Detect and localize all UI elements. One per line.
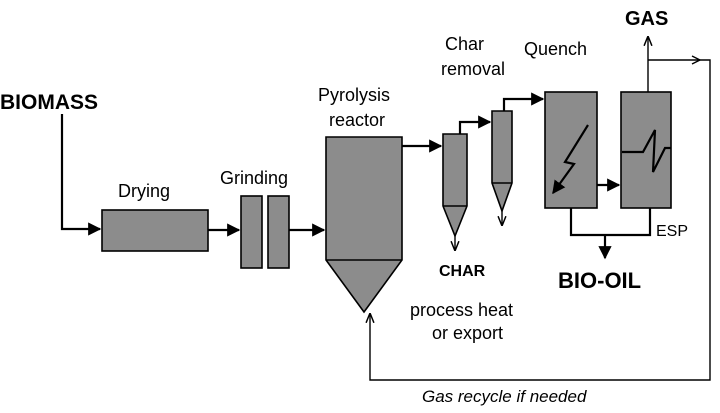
esp-label: ESP bbox=[656, 223, 688, 240]
char-removal-label-line1: Char bbox=[445, 34, 484, 54]
pyrolysis-label-line1: Pyrolysis bbox=[318, 85, 390, 105]
gas-label: GAS bbox=[625, 8, 668, 30]
pyrolysis-label-line2: reactor bbox=[329, 110, 385, 130]
cyclone-to-quench-arrow bbox=[502, 92, 545, 111]
cyclone-2 bbox=[491, 110, 513, 214]
recycle-direction-tick-a bbox=[691, 55, 701, 61]
grinding-label: Grinding bbox=[220, 168, 288, 188]
pyrolysis-reactor bbox=[325, 136, 403, 314]
recycle-direction-tick-b bbox=[691, 59, 701, 65]
gas-recycle-loop bbox=[370, 59, 711, 381]
gas-recycle-label: Gas recycle if needed bbox=[422, 387, 587, 406]
esp-unit bbox=[620, 91, 672, 209]
char-note-line1: process heat bbox=[410, 300, 513, 320]
bio-oil-collector-line bbox=[569, 208, 652, 237]
cyclone-1 bbox=[442, 133, 468, 239]
quench-unit bbox=[544, 91, 598, 209]
char-label: CHAR bbox=[439, 263, 486, 280]
cyclone-to-cyclone-arrow bbox=[458, 115, 492, 134]
grinding-roller-right bbox=[267, 195, 290, 269]
quench-label: Quench bbox=[524, 39, 587, 59]
biomass-label: BIOMASS bbox=[0, 91, 98, 114]
bio-oil-label: BIO-OIL bbox=[558, 268, 641, 293]
drying-unit bbox=[101, 209, 209, 252]
biomass-feed-arrow bbox=[60, 114, 102, 236]
esp-zigzag-icon bbox=[622, 129, 671, 173]
quench-lightning-icon bbox=[552, 124, 589, 195]
grinding-roller-left bbox=[240, 195, 263, 269]
drying-label: Drying bbox=[118, 181, 170, 201]
char-removal-label-line2: removal bbox=[441, 59, 505, 79]
char-note-line2: or export bbox=[432, 323, 503, 343]
